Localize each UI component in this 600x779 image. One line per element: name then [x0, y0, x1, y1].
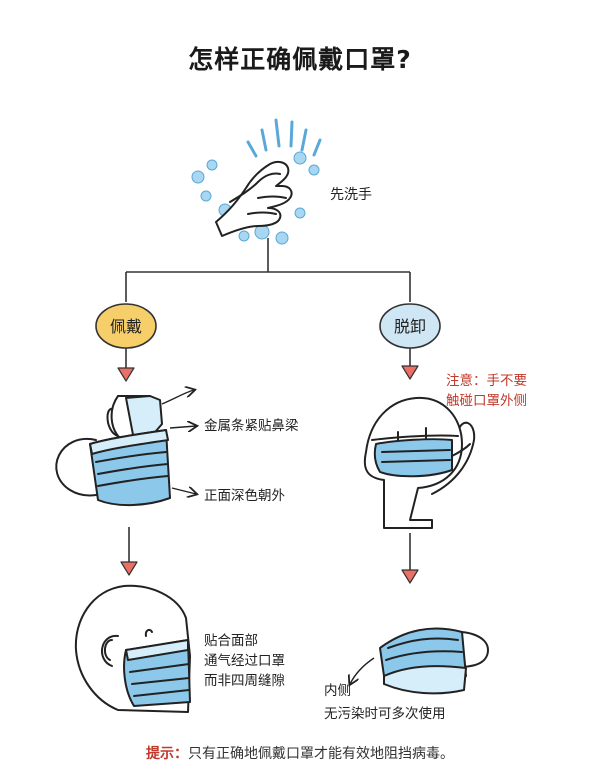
caution-line-1: 注意：手不要	[446, 373, 527, 389]
page-title: 怎样正确佩戴口罩?	[188, 45, 412, 74]
mask-inner-icon	[379, 627, 489, 695]
wear-label: 佩戴	[110, 317, 142, 336]
fit-label-2: 通气经过口罩	[204, 653, 285, 669]
wear-oval: 佩戴	[95, 303, 157, 349]
washing-hands-icon	[215, 160, 293, 237]
remove-label: 脱卸	[394, 317, 426, 336]
reuse-label: 无污染时可多次使用	[324, 706, 446, 722]
red-arrow-icons	[117, 365, 419, 584]
metal-strip-label: 金属条紧贴鼻梁	[204, 418, 299, 434]
water-bubbles-icon	[191, 151, 320, 245]
person-wearing-mask-icon	[74, 584, 191, 713]
wash-hands-label: 先洗手	[330, 187, 372, 203]
mask-front-icon	[55, 395, 171, 507]
flow-connectors	[125, 238, 411, 570]
dark-side-label: 正面深色朝外	[204, 488, 285, 504]
remove-oval: 脱卸	[379, 303, 441, 349]
fit-label-1: 贴合面部	[204, 633, 258, 649]
fit-label-3: 而非四周缝隙	[204, 673, 285, 689]
person-removing-mask-icon	[363, 396, 476, 529]
pointer-arrows	[161, 390, 375, 684]
inner-side-label: 内侧	[324, 683, 351, 699]
tip-text: 只有正确地佩戴口罩才能有效地阻挡病毒。	[188, 746, 454, 762]
water-splash-icon	[246, 118, 322, 158]
tip-footer: 提示：只有正确地佩戴口罩才能有效地阻挡病毒。	[0, 743, 600, 763]
tip-key: 提示：	[146, 746, 188, 762]
caution-line-2: 触碰口罩外侧	[446, 393, 527, 409]
caution-note: 注意：手不要 触碰口罩外侧	[446, 371, 527, 411]
